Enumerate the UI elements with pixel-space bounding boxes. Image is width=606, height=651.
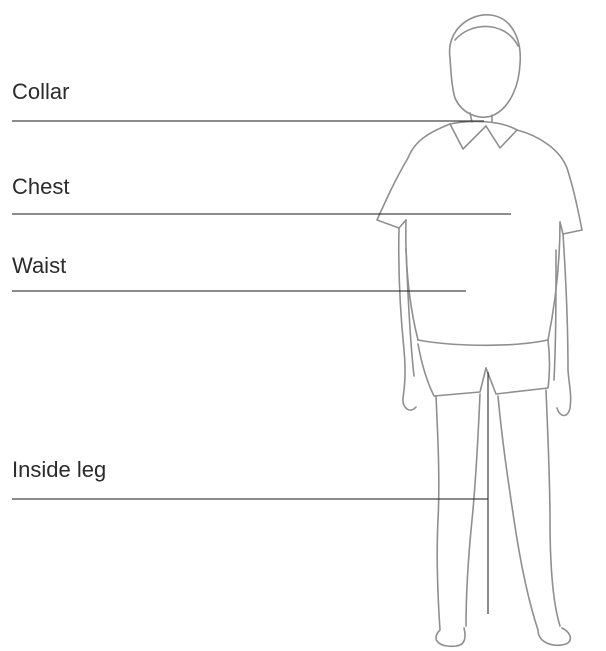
inside-leg-label: Inside leg (12, 457, 106, 482)
collar-label: Collar (12, 79, 69, 104)
chest-label: Chest (12, 174, 69, 199)
child-figure-illustration (377, 15, 582, 646)
waist-label: Waist (12, 253, 66, 278)
